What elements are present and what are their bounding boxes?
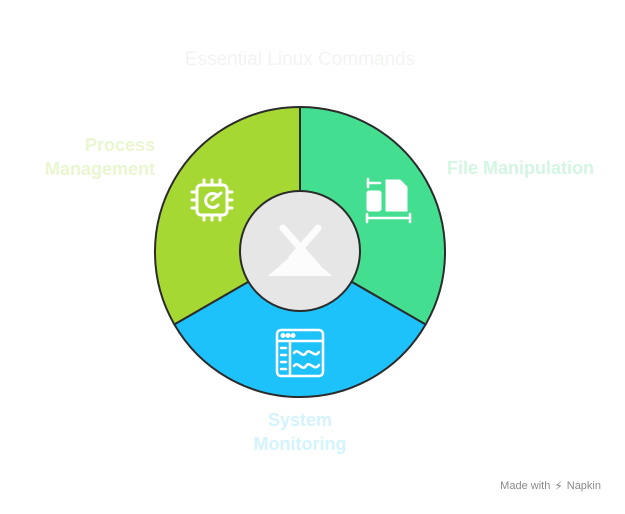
label-process-line1: Process [84, 135, 155, 155]
monitoring-window-icon [275, 328, 325, 378]
label-process-line2: Management [44, 159, 155, 179]
label-system-line2: Monitoring [253, 434, 347, 454]
segment-system-monitoring [173, 251, 427, 398]
linux-mint-logo-icon [268, 224, 332, 276]
napkin-logo-icon: ⚡ [554, 479, 563, 493]
label-system-monitoring: System Monitoring [200, 408, 400, 456]
file-manipulation-icon [365, 177, 412, 224]
made-with-text: Made with [500, 480, 551, 492]
napkin-brand-text: Napkin [566, 480, 601, 492]
diagram-title: Essential Linux Commands [184, 49, 416, 70]
label-process-management: Process Management [45, 133, 155, 181]
cpu-icon [190, 178, 234, 222]
label-file-manipulation: File Manipulation [447, 158, 594, 178]
made-with-napkin-footer: Made with ⚡ Napkin [500, 479, 601, 493]
label-system-line1: System [267, 410, 333, 430]
